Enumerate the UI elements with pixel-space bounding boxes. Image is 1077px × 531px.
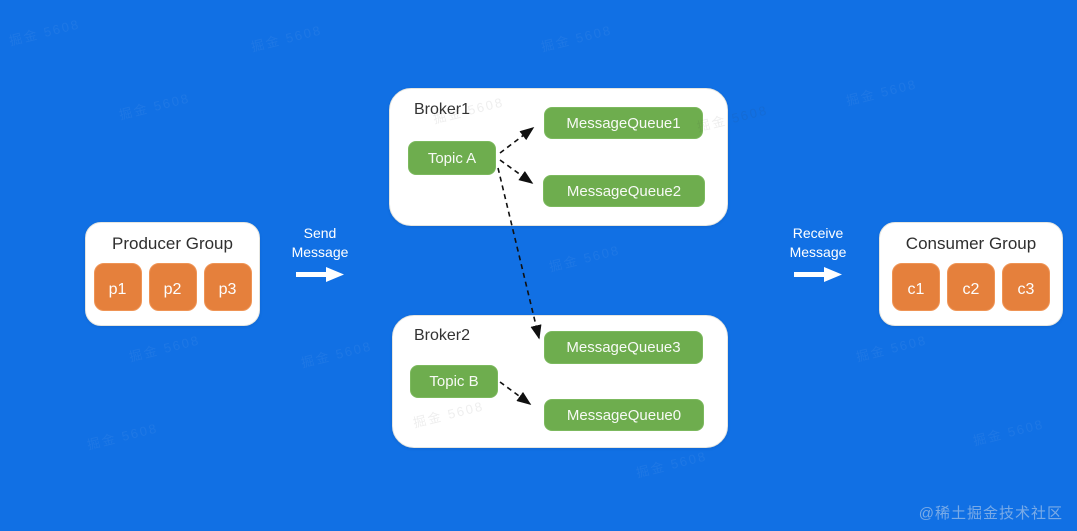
background-watermark: 掘金 5608 bbox=[249, 22, 324, 55]
send-message-label-line1: Send bbox=[303, 225, 337, 241]
background-watermark: 掘金 5608 bbox=[539, 22, 614, 55]
background-watermark: 掘金 5608 bbox=[85, 420, 160, 453]
messagequeue2-node: MessageQueue2 bbox=[543, 175, 705, 207]
send-message-label-line2: Message bbox=[291, 243, 349, 260]
send-message-flow: Send Message bbox=[282, 224, 358, 287]
broker1-title: Broker1 bbox=[414, 101, 471, 118]
topic-b-node: Topic B bbox=[410, 365, 498, 398]
producer-p1: p1 bbox=[93, 263, 142, 311]
consumer-c2: c2 bbox=[947, 263, 995, 311]
consumer-c1: c1 bbox=[892, 263, 940, 311]
messagequeue1-node: MessageQueue1 bbox=[544, 107, 703, 139]
background-watermark: 掘金 5608 bbox=[634, 448, 709, 481]
background-watermark: 掘金 5608 bbox=[127, 332, 202, 365]
background-watermark: 掘金 5608 bbox=[299, 338, 374, 371]
consumer-c3: c3 bbox=[1002, 263, 1050, 311]
messagequeue0-node: MessageQueue0 bbox=[544, 399, 704, 431]
receive-message-label-line1: Receive bbox=[792, 225, 844, 241]
topic-a-node: Topic A bbox=[408, 141, 496, 175]
broker2-title: Broker2 bbox=[414, 327, 471, 344]
consumer-members: c1 c2 c3 bbox=[880, 263, 1062, 311]
consumer-group-box: Consumer Group c1 c2 c3 bbox=[879, 222, 1063, 326]
receive-message-flow: Receive Message bbox=[780, 224, 856, 287]
producer-p2: p2 bbox=[148, 263, 197, 311]
background-watermark: 掘金 5608 bbox=[844, 76, 919, 109]
background-watermark: 掘金 5608 bbox=[854, 332, 929, 365]
broker1-box: Broker1 Topic A MessageQueue1 MessageQue… bbox=[389, 88, 728, 226]
background-watermark: 掘金 5608 bbox=[971, 416, 1046, 449]
community-credit-watermark: @稀土掘金技术社区 bbox=[918, 505, 1063, 522]
producer-members: p1 p2 p3 bbox=[86, 263, 259, 311]
background-watermark: 掘金 5608 bbox=[117, 90, 192, 123]
broker2-box: Broker2 MessageQueue3 Topic B MessageQue… bbox=[392, 315, 728, 448]
background-watermark: 掘金 5608 bbox=[547, 242, 622, 275]
receive-message-label-line2: Message bbox=[789, 243, 847, 260]
send-arrow-icon bbox=[296, 266, 344, 282]
producer-group-box: Producer Group p1 p2 p3 bbox=[85, 222, 260, 326]
producer-p3: p3 bbox=[203, 263, 252, 311]
producer-group-title: Producer Group bbox=[112, 234, 233, 253]
consumer-group-title: Consumer Group bbox=[905, 234, 1037, 253]
background-watermark: 掘金 5608 bbox=[7, 16, 82, 49]
receive-arrow-icon bbox=[794, 266, 842, 282]
messagequeue3-node: MessageQueue3 bbox=[544, 331, 703, 364]
